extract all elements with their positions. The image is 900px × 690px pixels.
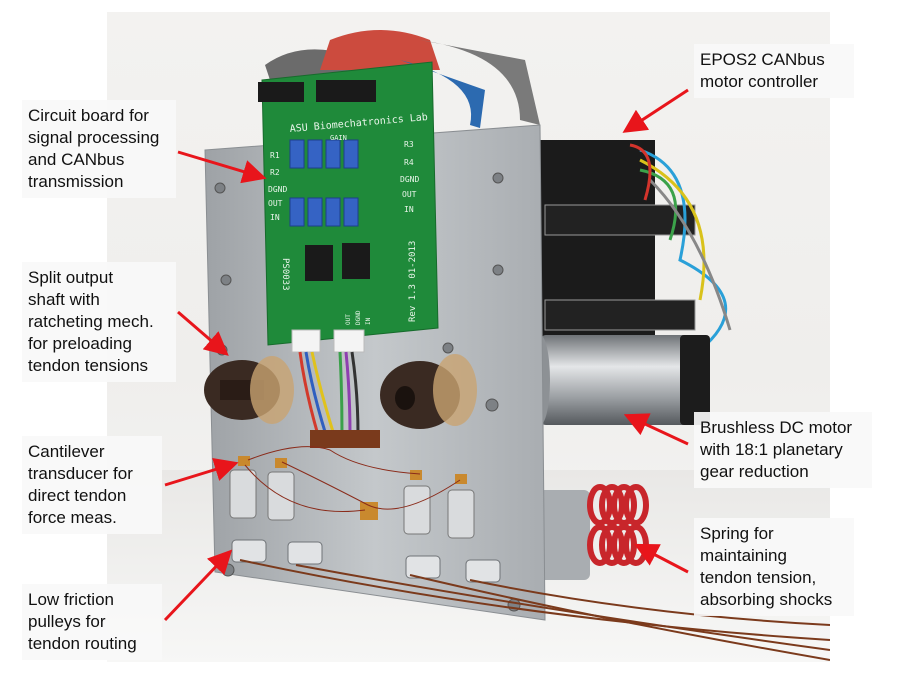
label-pulleys: Low friction pulleys for tendon routing [22,584,162,660]
pcb-revision: Rev 1.3 01-2013 [408,241,418,322]
pcb-pin-label: OUT [402,190,417,199]
pcb-pin-label: R1 [270,151,280,160]
ribbon-cables [265,30,540,128]
pcb-right-pins: R3 R4 DGND OUT IN [400,140,419,214]
label-motor-controller: EPOS2 CANbus motor controller [694,44,854,98]
device-photo: ASU Biomechatronics Lab GAIN R1 R2 DGND … [107,12,830,662]
pulleys [231,539,501,583]
pcb-pin-label: R4 [404,158,414,167]
pcb-left-pins: R1 R2 DGND OUT IN [268,151,287,222]
pcb-bottom-pins: OUT DGND IN [345,310,372,325]
strain-gauge-wires [244,446,461,513]
pcb-pin-label: R2 [270,168,280,177]
signal-wires [298,351,360,436]
pcb-pin-label: R3 [404,140,414,149]
connector-strip [310,430,380,448]
pcb-pin-label: OUT [345,314,352,325]
pcb-gain-label: GAIN [330,134,347,142]
spring-assembly [530,484,649,580]
tendons [239,559,830,661]
pcb-pin-label: OUT [268,199,283,208]
motor-controller-block [535,140,732,352]
pcb-pin-label: IN [270,213,280,222]
label-spring: Spring for maintaining tendon tension, a… [694,518,854,616]
label-motor: Brushless DC motor with 18:1 planetary g… [694,412,872,488]
label-cantilever-transducer: Cantilever transducer for direct tendon … [22,436,162,534]
pcb-pin-label: DGND [400,175,419,184]
pcb-pin-label: DGND [355,310,362,325]
pcb-part-number: PS0033 [280,258,290,291]
pcb-pin-label: DGND [268,185,287,194]
brushless-motor [530,335,710,425]
ratchet-knob-right [380,354,477,429]
label-circuit-board: Circuit board for signal processing and … [22,100,176,198]
transducer-gauges [238,456,467,520]
pcb-pin-label: IN [404,205,414,214]
pcb-pin-label: IN [365,317,372,325]
ratchet-knob-left [204,356,294,424]
label-split-output-shaft: Split output shaft with ratcheting mech.… [22,262,176,382]
circuit-board [258,61,439,353]
